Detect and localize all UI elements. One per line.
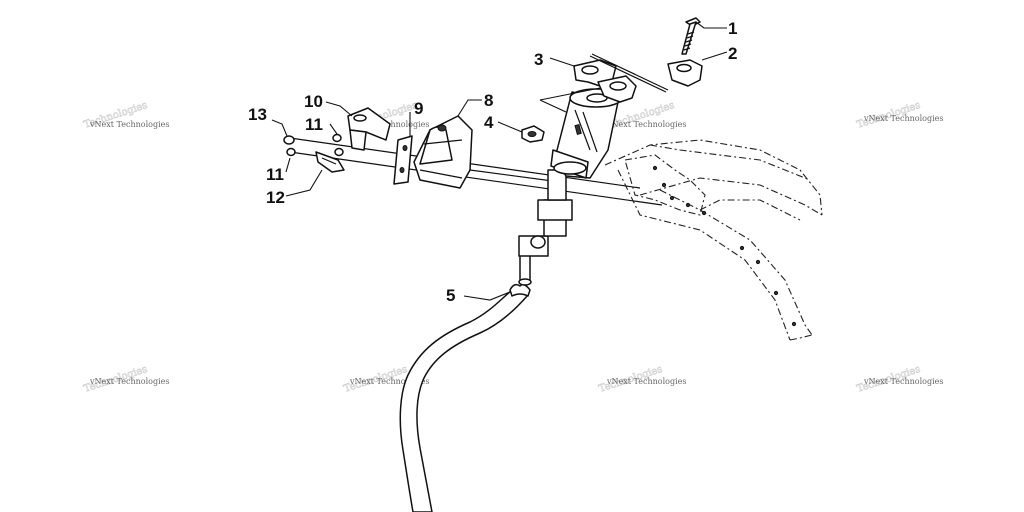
mounting-plate [393,135,413,185]
frame-hole [701,210,707,216]
watermark-layer: Technologies vNext Technologies Technolo… [82,100,943,396]
callout-5: 5 [446,286,455,305]
nut-11-upper [332,133,342,143]
watermark-text: vNext Technologies [89,377,169,386]
watermark-text: vNext Technologies [863,114,943,123]
frame-hole [685,202,691,208]
retaining-clip [347,107,391,151]
callout-9: 9 [414,99,423,118]
frame-hole [739,245,745,251]
callout-1: 1 [728,19,737,38]
frame-hole [755,259,761,265]
frame-hole [773,290,779,296]
lock-nut [521,125,545,143]
callout-8: 8 [484,91,493,110]
watermark-text: vNext Technologies [863,377,943,386]
steering-shaft [518,169,573,286]
handlebar-clamp-lower [573,53,669,103]
steering-column-tube [399,283,531,512]
callout-12: 12 [266,188,285,207]
handlebar-clamp-cap [667,59,703,87]
callout-2: 2 [728,44,737,63]
watermark-text: vNext Technologies [606,377,686,386]
steering-post [550,88,623,179]
callout-3: 3 [534,50,543,69]
bolt-13 [283,135,295,145]
support-bracket [413,115,473,189]
callout-11-upper: 11 [305,115,323,134]
callout-13: 13 [248,105,267,124]
tube-clamp [315,151,345,173]
frame-hole [652,165,658,171]
frame-hole [661,182,667,188]
callout-10: 10 [304,92,323,111]
callout-labels: 1 2 3 4 5 8 9 10 11 11 12 13 [248,19,737,305]
frame-outline [604,139,823,341]
fasteners [283,133,344,157]
washer [334,147,344,157]
frame-hole [791,321,797,327]
nut-11-lower [286,147,296,157]
watermark-text: vNext Technologies [89,120,169,129]
watermark-text: vNext Technologies [606,120,686,129]
callout-11-lower: 11 [266,165,284,184]
leader-lines [271,21,728,301]
cap-screw [681,17,701,55]
frame-hole [669,195,675,201]
callout-4: 4 [484,113,494,132]
u-joint [530,235,546,249]
watermark-text: vNext Technologies [349,377,429,386]
